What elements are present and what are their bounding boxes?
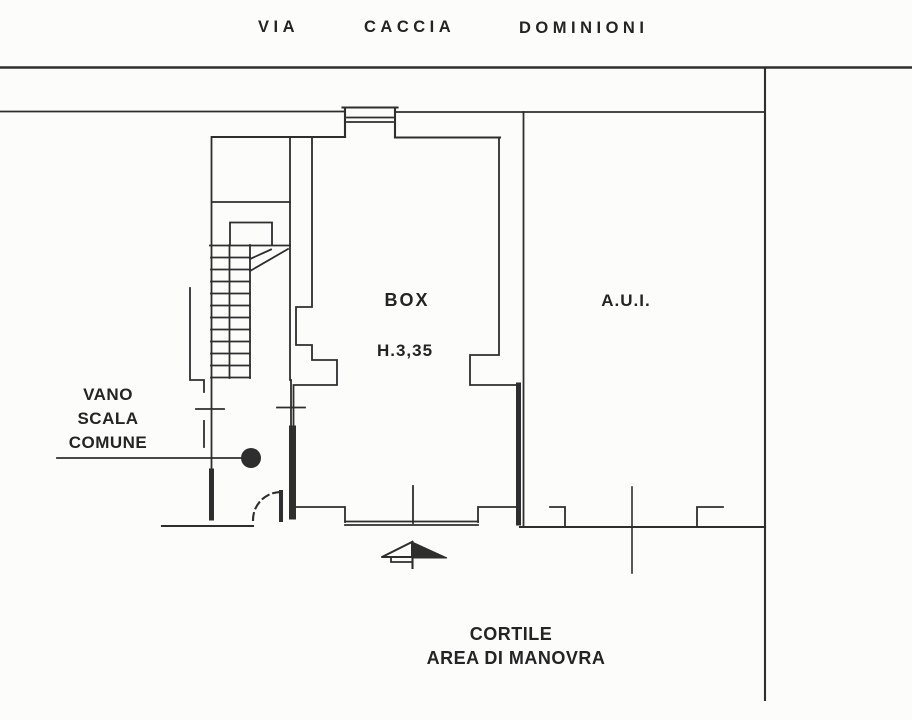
stairwell-label-line1: VANO	[83, 385, 133, 404]
entrance-arrow-icon	[381, 540, 448, 570]
stair-break-line	[248, 247, 290, 273]
street-word-caccia: CACCIA	[364, 18, 455, 36]
garage-door-sill	[344, 520, 479, 526]
street-word-dominioni: DOMINIONI	[519, 19, 648, 37]
stair-treads	[210, 256, 251, 379]
gate-mark-right	[696, 506, 724, 528]
sidewalk-line	[0, 110, 766, 113]
gate-mark-left	[549, 506, 566, 528]
stairwell-label-line2: SCALA	[77, 409, 138, 428]
courtyard-label-line2: AREA DI MANOVRA	[427, 648, 606, 668]
adjacent-wall-fragment	[189, 287, 205, 393]
stairwell-label-line3: COMUNE	[69, 433, 148, 452]
aui-room-label: A.U.I.	[601, 291, 650, 310]
courtyard-label-line1: CORTILE	[470, 624, 553, 644]
stairwell-room-label: VANO SCALA COMUNE	[69, 385, 148, 452]
door-swing-arc	[251, 490, 283, 522]
box-walls	[291, 136, 521, 526]
stairwell-walls	[209, 135, 347, 521]
street-word-via: VIA	[258, 18, 299, 36]
staircase	[209, 221, 291, 379]
column-dot-icon	[241, 448, 261, 468]
street-entrance	[341, 106, 399, 139]
street-name: VIA CACCIA DOMINIONI	[258, 18, 648, 37]
box-room-label: BOX	[384, 290, 429, 310]
box-height-label: H.3,35	[377, 341, 433, 360]
courtyard-label: CORTILE AREA DI MANOVRA	[427, 624, 606, 668]
